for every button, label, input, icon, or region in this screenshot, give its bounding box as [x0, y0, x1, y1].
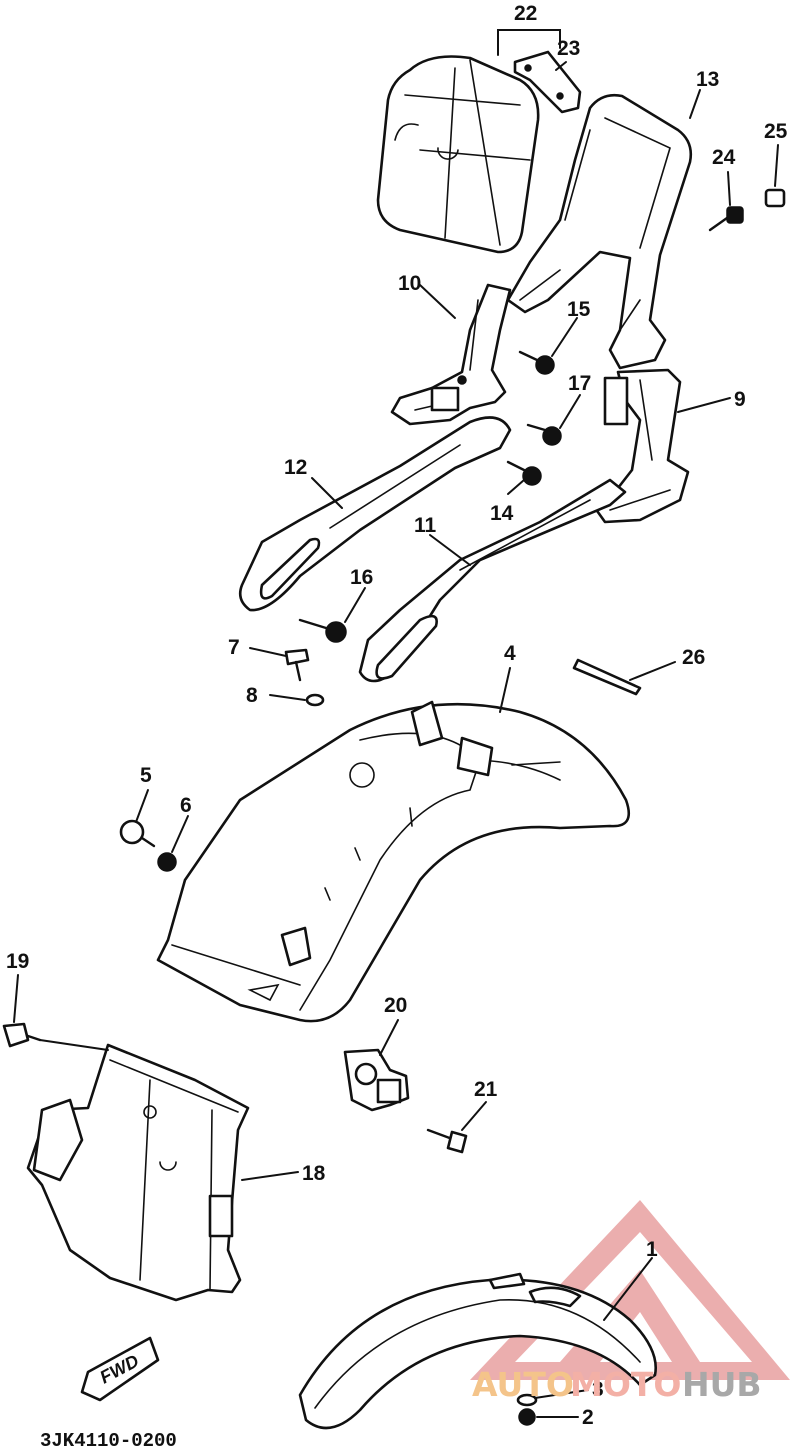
callout-10: 10 — [398, 272, 421, 295]
callout-13: 13 — [696, 68, 719, 91]
part-12-left-grab-rail — [238, 416, 512, 612]
callout-1: 1 — [646, 1238, 658, 1261]
part-7-screw — [284, 648, 310, 682]
callout-15: 15 — [567, 298, 591, 321]
part-13-backrest-frame — [506, 93, 693, 370]
callout-8: 8 — [246, 684, 258, 707]
part-23-pad-bracket — [513, 50, 582, 114]
part-3-washer — [516, 1393, 538, 1407]
part-6-nut — [157, 852, 177, 872]
part-4-rear-fender — [156, 700, 631, 1023]
callout-25: 25 — [764, 120, 788, 143]
watermark-wordmark: AUTO MOTO HUB — [472, 1365, 762, 1404]
part-10-left-stay — [390, 283, 512, 426]
part-26-emblem — [572, 658, 642, 696]
callout-11: 11 — [414, 514, 437, 537]
part-21-screw — [426, 1128, 468, 1154]
part-18-inner-mudguard — [26, 1043, 250, 1302]
callout-26: 26 — [682, 646, 705, 669]
callout-3: 3 — [592, 1378, 604, 1401]
callout-19: 19 — [6, 950, 29, 973]
callout-14: 14 — [490, 502, 514, 525]
fwd-arrow-tag: FWD — [80, 1336, 160, 1402]
part-5-bolt — [119, 819, 156, 848]
watermark-triangle-icon — [470, 1200, 790, 1380]
part-25-nut — [764, 188, 786, 208]
watermark-text-auto: AUTO — [472, 1365, 574, 1404]
fasteners — [2, 188, 786, 1426]
part-1-front-fender — [298, 1272, 657, 1430]
part-9-right-stay — [593, 368, 690, 524]
callout-17: 17 — [568, 372, 591, 395]
callout-16: 16 — [350, 566, 373, 589]
callout-5: 5 — [140, 764, 152, 787]
callout-12: 12 — [284, 456, 307, 479]
leader-lines — [13, 29, 779, 1418]
callout-4: 4 — [504, 642, 516, 665]
callout-22: 22 — [514, 2, 537, 25]
part-8-washer — [305, 693, 325, 707]
part-19-bolt — [2, 1022, 42, 1048]
callout-23: 23 — [557, 37, 580, 60]
part-11-right-grab-rail — [358, 478, 627, 683]
watermark-text-moto: MOTO — [570, 1365, 681, 1404]
part-16-bolt — [298, 618, 347, 643]
callout-labels: 22 23 13 25 24 10 15 17 9 12 14 11 16 7 … — [6, 2, 788, 1429]
part-2-bolt — [518, 1408, 536, 1426]
callout-18: 18 — [302, 1162, 326, 1185]
part-22-backrest-pad — [376, 55, 540, 254]
part-24-bolt — [708, 206, 744, 232]
callout-6: 6 — [180, 794, 192, 817]
callout-2: 2 — [582, 1406, 594, 1429]
callout-9: 9 — [734, 388, 746, 411]
part-17-bolt — [526, 423, 562, 446]
part-20-bracket — [343, 1048, 410, 1112]
part-15-bolt — [518, 350, 555, 375]
catalog-code: 3JK4110-0200 — [40, 1430, 177, 1452]
watermark-text-hub: HUB — [682, 1365, 762, 1404]
callout-21: 21 — [474, 1078, 498, 1101]
callout-24: 24 — [712, 146, 736, 169]
callout-20: 20 — [384, 994, 407, 1017]
part-14-bolt — [506, 460, 542, 486]
callout-7: 7 — [228, 636, 240, 659]
